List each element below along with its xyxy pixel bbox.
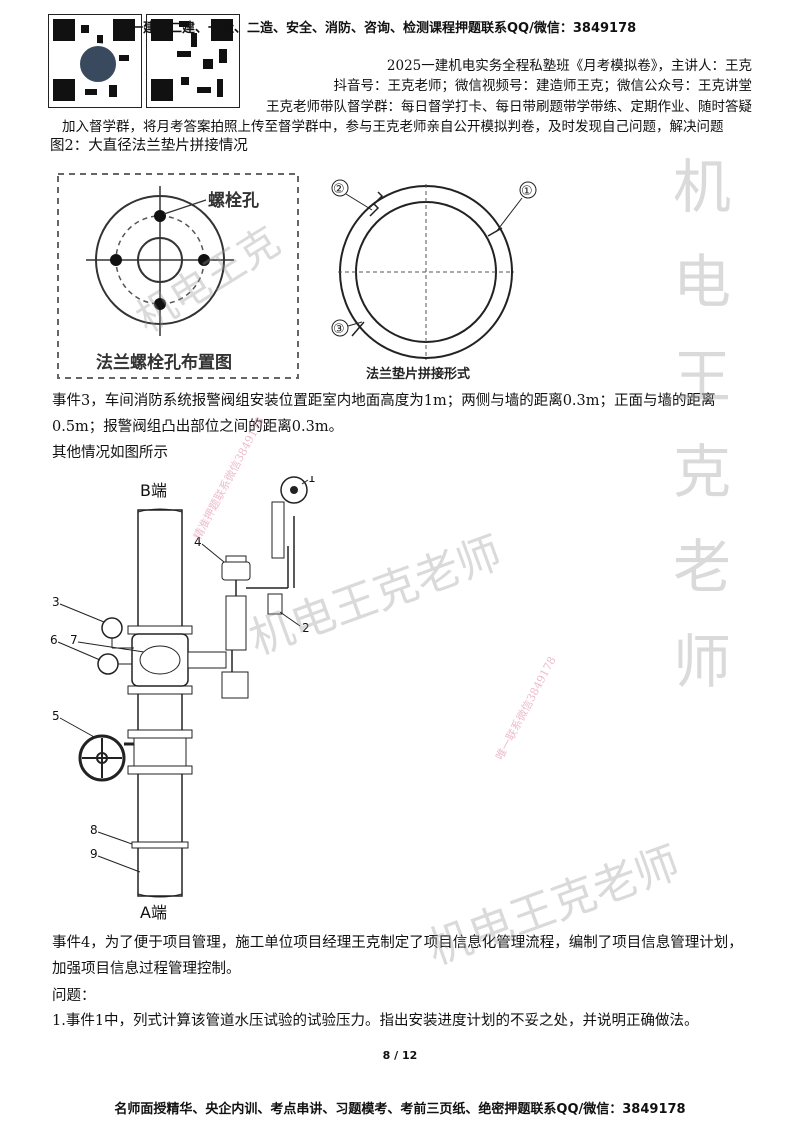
label-2: 2 bbox=[302, 621, 310, 635]
avatar bbox=[77, 43, 119, 85]
diagram-frame bbox=[57, 173, 299, 379]
alarm-valve-station-diagram: B端 1 2 3 4 5 6 7 8 9 A端 bbox=[50, 476, 316, 922]
watermark-vertical: 机 电 王 克 老 师 bbox=[672, 153, 731, 696]
bolt-hole bbox=[198, 254, 210, 266]
bolt-hole bbox=[110, 254, 122, 266]
header-line-3: 王克老师带队督学群：每日督学打卡、每日带刷题带学带练、定期作业、随时答疑 bbox=[266, 99, 752, 115]
qr-code-wechat bbox=[146, 14, 240, 108]
retard-chamber bbox=[225, 595, 247, 651]
marker-1: ① bbox=[521, 184, 533, 199]
flange-diagram-label: 法兰螺栓孔布置图 bbox=[96, 352, 232, 373]
question-1: 1.事件1中，列式计算该管道水压试验的试验压力。指出安装进度计划的不妥之处，并说… bbox=[52, 1013, 699, 1029]
splice-straight bbox=[487, 227, 503, 237]
label-9: 9 bbox=[90, 847, 98, 861]
a-end-label: A端 bbox=[140, 903, 167, 922]
qr-code-douyin bbox=[48, 14, 142, 108]
splice-bevel bbox=[351, 321, 365, 337]
signal-gate-valve bbox=[133, 737, 187, 767]
b-end-label: B端 bbox=[140, 481, 167, 500]
label-4: 4 bbox=[194, 535, 202, 549]
label-7: 7 bbox=[70, 633, 78, 647]
header-line-1: 2025一建机电实务全程私塾班《月考模拟卷》，主讲人：王克 bbox=[386, 58, 752, 74]
label-3: 3 bbox=[52, 595, 60, 609]
pressure-switch-4 bbox=[221, 561, 251, 581]
bolt-hole bbox=[154, 210, 166, 222]
flange-bolt-hole-diagram: 螺栓孔 法兰螺栓孔布置图 bbox=[57, 173, 299, 379]
page-number: 8 / 12 bbox=[382, 1049, 418, 1062]
label-6: 6 bbox=[50, 633, 58, 647]
gasket-diagram-label: 法兰垫片拼接形式 bbox=[366, 366, 470, 382]
watermark-small-2: 唯一联系微信3849178 bbox=[493, 654, 559, 763]
other-situation-text: 其他情况如图所示 bbox=[52, 445, 168, 461]
event-3-paragraph: 事件3，车间消防系统报警阀组安装位置距室内地面高度为1m；两侧与墙的距离0.3m… bbox=[52, 393, 716, 435]
main-pipe bbox=[137, 509, 183, 897]
header-banner: 一建、二建、一造、二造、安全、消防、咨询、检测课程押题联系QQ/微信：38491… bbox=[130, 21, 637, 36]
strainer-2 bbox=[267, 593, 283, 615]
questions-heading: 问题： bbox=[52, 988, 96, 1004]
figure-2-caption: 图2：大直径法兰垫片拼接情况 bbox=[50, 138, 248, 154]
header-line-2: 抖音号：王克老师；微信视频号：建造师王克；微信公众号：王克讲堂 bbox=[333, 78, 753, 94]
label-5: 5 bbox=[52, 709, 60, 723]
pipe-clamp bbox=[131, 841, 189, 849]
gasket-splice-diagram: ② ① ③ 法兰垫片拼接形式 bbox=[331, 179, 537, 382]
label-1: 1 bbox=[308, 476, 316, 485]
splice-zigzag bbox=[369, 191, 384, 217]
pressure-gauge-6 bbox=[97, 653, 119, 675]
header-line-4: 加入督学群，将月考答案拍照上传至督学群中，参与王克老师亲自公开模拟判卷，及时发现… bbox=[62, 119, 724, 135]
bolt-hole bbox=[154, 298, 166, 310]
event-4-paragraph: 事件4，为了便于项目管理，施工单位项目经理王克制定了项目信息化管理流程，编制了项… bbox=[52, 935, 743, 977]
footer-banner: 名师面授精华、央企内训、考点串讲、习题模考、考前三页纸、绝密押题联系QQ/微信：… bbox=[114, 1102, 686, 1117]
label-8: 8 bbox=[90, 823, 98, 837]
marker-3: ③ bbox=[333, 322, 345, 337]
pressure-gauge-3 bbox=[101, 617, 123, 639]
marker-2: ② bbox=[333, 182, 345, 197]
bolt-hole-label: 螺栓孔 bbox=[208, 190, 259, 211]
bolt-hole-leader bbox=[163, 199, 207, 215]
